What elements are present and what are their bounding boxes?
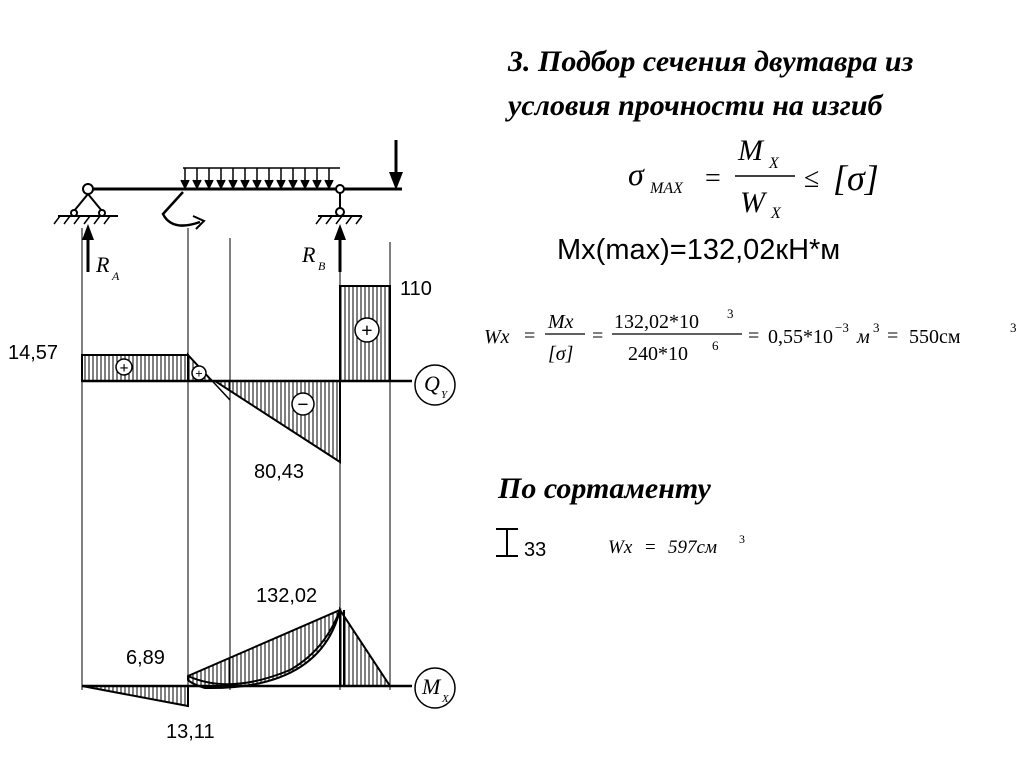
support-a [53,183,118,225]
max-moment-value: Mx(max)=132,02кН*м [557,234,841,266]
wx-lhs: Wx [484,326,510,348]
point-force-arrow [389,140,403,190]
profile-number: 33 [524,539,546,561]
section-modulus-formula: Wx = Mx [σ] = 132,02*10 3 240*10 6 = 0,5… [484,306,1017,365]
strength-condition-formula: σ MAX = M X W X ≤ [σ] [628,134,879,222]
wx-result2-exp: 3 [1010,320,1017,335]
wx-frac2-num-exp: 3 [727,306,734,321]
section-title-line2: условия прочности на изгиб [508,89,883,122]
wx-frac2-num: 132,02*10 [614,311,699,333]
shear-sign-2: + [195,366,202,381]
sigma-subscript: MAX [649,180,684,197]
shear-value-left: 14,57 [8,342,58,364]
shear-diagram: + + − + 14,57 80,43 110 Q Y [8,278,456,483]
sigma-equals: = [705,163,721,194]
reaction-labels: R A R B [95,242,326,283]
reaction-b-label: R [301,242,316,267]
wx-frac1-num: Mx [547,311,574,333]
distributed-load [180,167,340,190]
moment-value-bottom: 13,11 [166,721,215,743]
wx-eq3: = [748,325,759,347]
wx-result1-unit: м [856,326,870,348]
wx-eq4: = [887,325,898,347]
moment-numerator: M [737,134,765,167]
leq-sign: ≤ [804,163,819,194]
moment-diagram: 132,02 6,89 13,11 M X [81,585,456,743]
beam-scheme [53,140,403,272]
sortament-wx-value: 597см [668,537,717,558]
shear-label: Q [424,371,440,396]
wx-result1: 0,55*10 [768,326,833,348]
shear-label-subscript: Y [441,389,449,401]
reaction-b-subscript: B [318,259,326,273]
modulus-denominator-subscript: X [770,205,782,222]
wx-eq2: = [592,325,603,347]
allowable-stress: [σ] [833,158,879,198]
sortament-wx-label: Wx [608,537,633,558]
modulus-denominator: W [740,186,768,219]
wx-result1-exp: −3 [835,320,849,335]
section-title: 3. Подбор сечения двутавра из условия пр… [508,40,913,128]
sortament-wx-exp: 3 [739,532,745,546]
support-b [315,184,363,225]
wx-result1-unit-exp: 3 [873,320,880,335]
moment-label-subscript: X [441,693,450,705]
moment-label: M [421,674,442,699]
reaction-a-label: R [95,252,110,277]
sortament-wx-eq: = [645,537,656,558]
wx-eq1: = [524,325,535,347]
moment-value-top: 132,02 [256,585,317,607]
sortament-result: 33 Wx = 597см 3 [496,528,745,561]
applied-moment-arrow [161,191,206,230]
i-beam-icon [496,528,518,557]
shear-sign-4: + [361,320,372,342]
reaction-a-arrow [82,224,94,272]
sigma-symbol: σ [628,156,645,192]
sortament-heading: По сортаменту [498,472,711,505]
shear-sign-1: + [119,360,128,377]
shear-value-bottom: 80,43 [254,461,304,483]
shear-sign-3: − [297,394,308,416]
shear-value-right: 110 [400,278,432,300]
wx-result2: 550см [909,326,961,348]
reaction-a-subscript: A [111,269,120,283]
section-title-line1: 3. Подбор сечения двутавра из [508,45,914,78]
wx-frac1-den: [σ] [548,343,573,365]
moment-numerator-subscript: X [768,155,780,172]
wx-frac2-den: 240*10 [628,343,688,365]
moment-value-left: 6,89 [126,647,165,669]
wx-frac2-den-exp: 6 [712,338,719,353]
